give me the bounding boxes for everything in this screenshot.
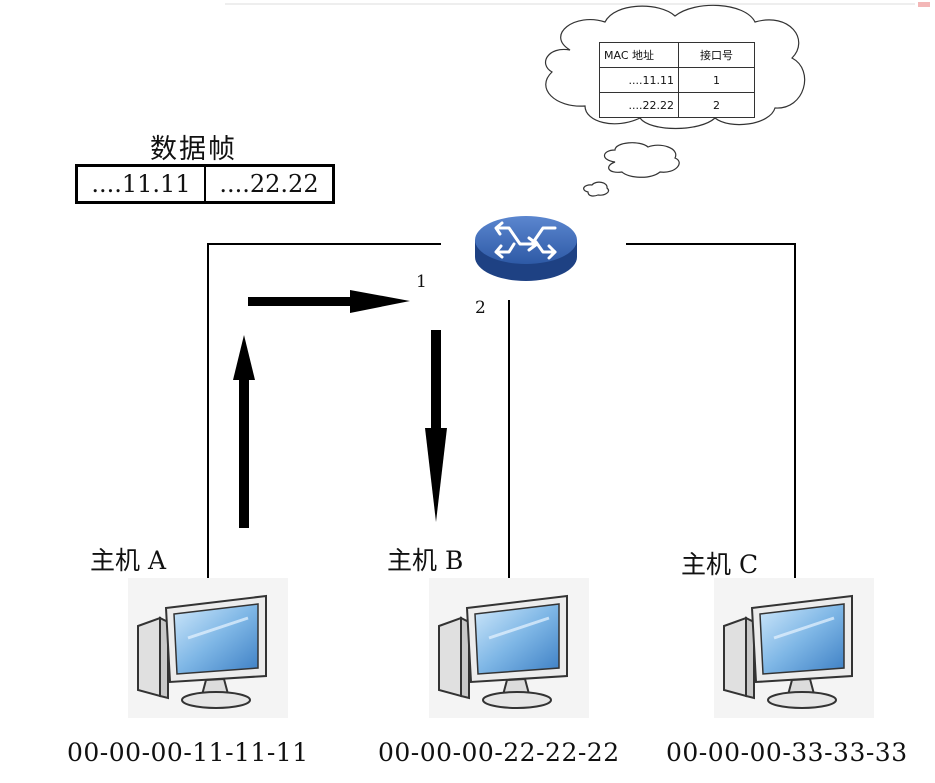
computer-icon xyxy=(126,576,290,720)
table-row: ....22.22 2 xyxy=(599,92,755,118)
host-label-b: 主机 B xyxy=(387,546,464,575)
arrow-host-a-up xyxy=(233,335,255,528)
frame-title: 数据帧 xyxy=(150,134,237,165)
port-label-2: 2 xyxy=(475,298,486,318)
link-host-c xyxy=(626,243,796,578)
mac-column-header: MAC 地址 xyxy=(599,42,679,68)
computer-icon xyxy=(427,576,591,720)
mac-cell: ....11.11 xyxy=(599,67,679,93)
switch-icon xyxy=(475,216,577,281)
host-mac-c: 00-00-00-33-33-33 xyxy=(666,738,908,767)
host-mac-b: 00-00-00-22-22-22 xyxy=(378,738,620,767)
mac-table-header: MAC 地址 接口号 xyxy=(599,42,755,68)
arrow-to-port-1 xyxy=(248,290,410,313)
host-label-a: 主机 A xyxy=(90,546,167,575)
link-host-a xyxy=(207,243,441,578)
arrow-port-2-down xyxy=(425,330,447,522)
host-mac-a: 00-00-00-11-11-11 xyxy=(67,738,309,767)
mac-cell: ....22.22 xyxy=(599,92,679,118)
port-label-1: 1 xyxy=(416,272,427,292)
mac-address-table: MAC 地址 接口号 ....11.11 1 ....22.22 2 xyxy=(599,42,755,118)
table-row: ....11.11 1 xyxy=(599,67,755,93)
data-frame: ....11.11 ....22.22 xyxy=(75,164,335,204)
port-column-header: 接口号 xyxy=(678,42,755,68)
frame-src-address: ....11.11 xyxy=(91,170,191,198)
frame-dst-address: ....22.22 xyxy=(204,167,332,201)
host-label-c: 主机 C xyxy=(681,550,759,579)
computer-icon xyxy=(712,576,876,720)
port-cell: 1 xyxy=(678,67,755,93)
port-cell: 2 xyxy=(678,92,755,118)
